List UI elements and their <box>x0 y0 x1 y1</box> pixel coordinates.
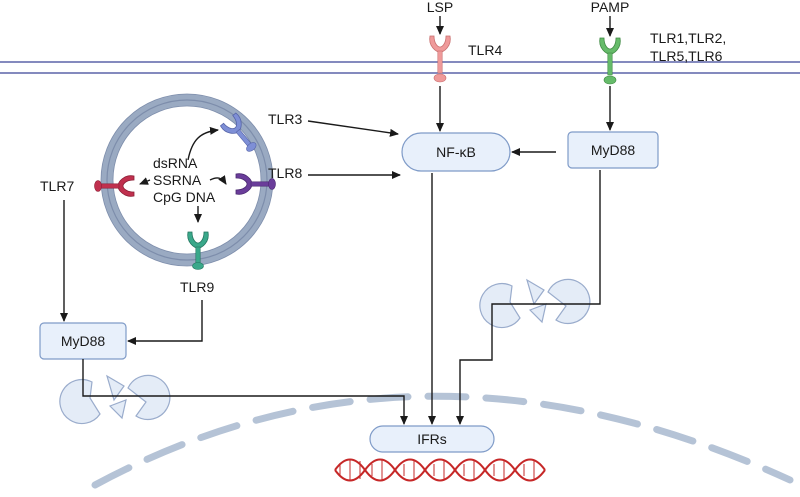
labels: LSP PAMP TLR4 TLR1,TLR2, TLR5,TLR6 TLR3 … <box>40 0 726 295</box>
tlr4-label: TLR4 <box>468 42 502 58</box>
edge-myd88-right-ifrs <box>456 170 601 425</box>
ifrs-node: IFRs <box>369 425 495 453</box>
tlr3-label: TLR3 <box>268 111 302 127</box>
ssrna-label: SSRNA <box>153 172 202 188</box>
edge-dsrna-tlr3 <box>187 126 219 161</box>
proteasome-icon-left <box>59 374 171 425</box>
tlr9-label: TLR9 <box>180 279 214 295</box>
edge-myd88-left-ifrs <box>82 359 408 425</box>
edge-ssrna-tlr7 <box>139 177 151 185</box>
svg-text:NF-κB: NF-κB <box>436 144 476 160</box>
edge-tlr9-myd88 <box>127 300 203 345</box>
myd88-node-right: MyD88 <box>567 131 659 169</box>
tlr1256-label-1: TLR1,TLR2, <box>650 30 726 46</box>
tlr3-receptor-icon <box>219 112 257 152</box>
dna-helix-icon <box>334 458 546 482</box>
edge-tlr3-nfkb <box>307 120 399 137</box>
tlr1256-label-2: TLR5,TLR6 <box>650 48 723 64</box>
tlr7-label: TLR7 <box>40 178 74 194</box>
tlr4-receptor-icon <box>429 35 451 83</box>
myd88-node-left: MyD88 <box>39 322 127 360</box>
pamp-label: PAMP <box>591 0 630 15</box>
tlr1-2-5-6-receptor-icon <box>599 37 621 85</box>
tlr8-receptor-icon <box>235 173 276 195</box>
tlr8-label: TLR8 <box>268 165 302 181</box>
nfkb-node: NF-κB <box>401 132 511 172</box>
dsrna-label: dsRNA <box>153 155 198 171</box>
svg-text:MyD88: MyD88 <box>61 333 106 349</box>
plasma-membrane <box>0 61 800 74</box>
endosome <box>100 93 274 267</box>
tlr7-receptor-icon <box>94 175 135 197</box>
cpg-label: CpG DNA <box>153 189 216 205</box>
edges <box>60 16 614 425</box>
nuclear-membrane <box>91 392 794 489</box>
lsp-label: LSP <box>427 0 453 15</box>
svg-text:MyD88: MyD88 <box>591 142 636 158</box>
tlr9-receptor-icon <box>187 231 209 270</box>
edge-ssrna-tlr8 <box>209 175 227 185</box>
proteasome-icon-right <box>479 278 591 329</box>
svg-text:IFRs: IFRs <box>417 431 447 447</box>
